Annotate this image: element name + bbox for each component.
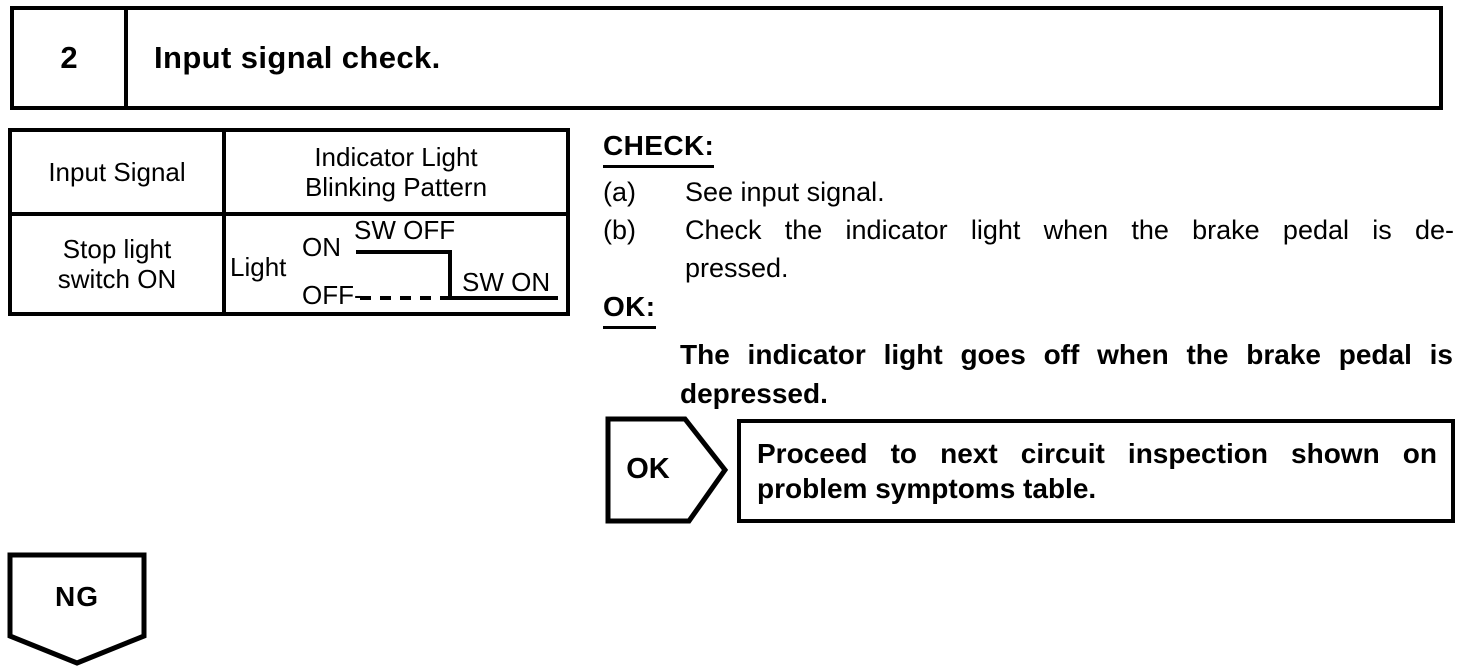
ok-arrow: OK bbox=[605, 416, 729, 524]
action-line1: Proceed to next circuit inspection shown… bbox=[757, 438, 1437, 469]
check-item-a-text: See input signal. bbox=[685, 177, 885, 207]
waveform-diagram: Light ON SW OFF OFF- SW ON bbox=[226, 216, 566, 312]
check-item-b-line1: Check the indicator light when the brake… bbox=[685, 215, 1454, 245]
check-item-b: (b) Check the indicator light when the b… bbox=[603, 211, 1454, 287]
ok-arrow-shape bbox=[605, 416, 729, 524]
table-row-divider bbox=[12, 212, 566, 216]
step-header: 2 Input signal check. bbox=[10, 6, 1443, 110]
waveform-on-label: ON bbox=[302, 232, 341, 262]
col-header-input-signal: Input Signal bbox=[48, 157, 186, 187]
ok-arrow-label: OK bbox=[626, 452, 670, 485]
waveform-sw-off-label: SW OFF bbox=[354, 215, 456, 245]
ok-statement: The indicator light goes off when the br… bbox=[680, 335, 1453, 413]
ng-arrow: NG bbox=[6, 551, 148, 667]
step-title: Input signal check. bbox=[154, 40, 441, 75]
check-item-b-text: Check the indicator light when the brake… bbox=[685, 211, 1454, 287]
waveform-high-line bbox=[356, 250, 452, 254]
action-box: Proceed to next circuit inspection shown… bbox=[737, 419, 1455, 523]
check-item-a: (a) See input signal. bbox=[603, 173, 1454, 211]
check-item-b-label: (b) bbox=[603, 215, 636, 245]
waveform-dashed-line bbox=[360, 296, 450, 300]
ok-statement-line1: The indicator light goes off when the br… bbox=[680, 339, 1453, 370]
check-item-b-line2: pressed. bbox=[685, 253, 789, 283]
cell-stop-light-switch: Stop light switch ON bbox=[12, 216, 222, 312]
waveform-light-label: Light bbox=[230, 252, 287, 282]
waveform-off-label: OFF- bbox=[302, 280, 363, 310]
check-items: (a) See input signal. (b) Check the indi… bbox=[603, 173, 1454, 287]
ok-heading: OK: bbox=[603, 291, 656, 329]
check-heading: CHECK: bbox=[603, 130, 715, 168]
waveform-sw-on-label: SW ON bbox=[462, 267, 551, 297]
step-number: 2 bbox=[14, 10, 128, 106]
col-header-blinking-pattern-line2: Blinking Pattern bbox=[304, 172, 488, 202]
check-item-a-label: (a) bbox=[603, 177, 636, 207]
ng-arrow-label: NG bbox=[55, 581, 99, 612]
action-line2: problem symptoms table. bbox=[757, 473, 1097, 504]
col-header-blinking-pattern-line1: Indicator Light bbox=[314, 142, 478, 172]
ok-statement-line2: depressed. bbox=[680, 378, 828, 409]
condition-line1: Stop light bbox=[62, 234, 172, 264]
col-header-blinking-pattern: Indicator Light Blinking Pattern bbox=[226, 132, 566, 212]
waveform-low-line bbox=[448, 296, 558, 300]
signal-table: Input Signal Indicator Light Blinking Pa… bbox=[8, 128, 570, 316]
condition-line2: switch ON bbox=[57, 264, 177, 294]
ng-arrow-shape bbox=[7, 552, 147, 666]
ok-heading-wrap: OK: bbox=[603, 291, 1454, 329]
table-column-divider bbox=[222, 132, 226, 312]
check-section: CHECK: (a) See input signal. (b) Check t… bbox=[603, 130, 1454, 413]
waveform-drop-line bbox=[448, 250, 452, 300]
